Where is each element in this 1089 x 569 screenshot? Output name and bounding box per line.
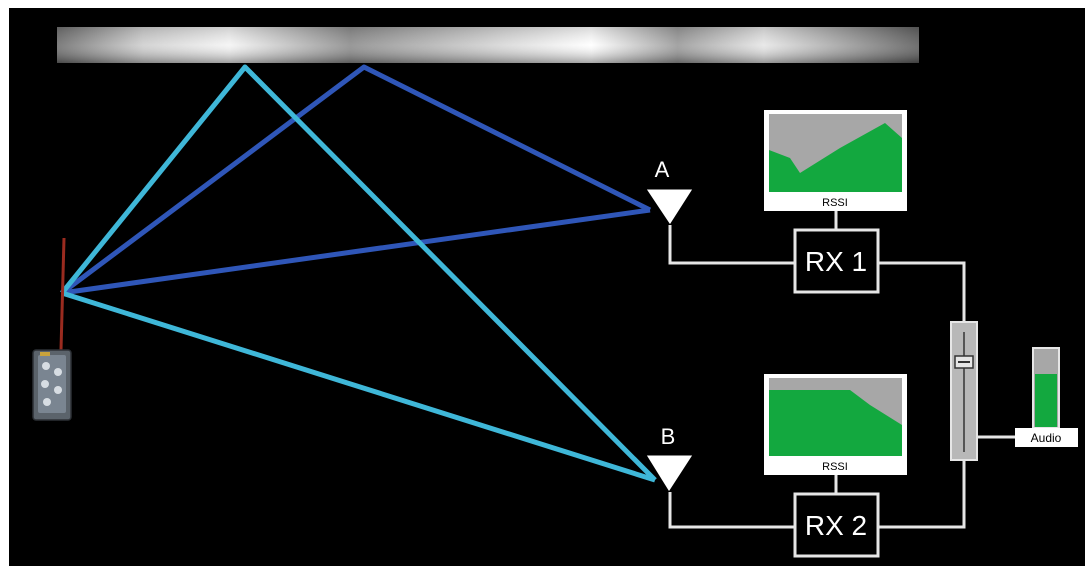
rssi-caption-2: RSSI xyxy=(822,461,848,473)
diversity-fader xyxy=(950,321,978,461)
reflector-bar xyxy=(57,27,919,63)
audio-level-bar xyxy=(1035,374,1057,427)
path-dark-blue-reflect-to-antenna-a xyxy=(60,64,652,296)
antenna-b-label: B xyxy=(661,424,676,449)
rssi-caption-1: RSSI xyxy=(822,197,848,209)
antenna-a-icon xyxy=(645,188,694,226)
audio-label: Audio xyxy=(1031,431,1062,445)
rssi-panel-1: RSSI xyxy=(764,110,907,211)
rssi-graph-1 xyxy=(769,123,902,192)
signal-paths xyxy=(60,64,657,483)
path-cyan-direct-to-antenna-b xyxy=(61,290,656,483)
transmitter xyxy=(32,237,72,421)
path-cyan-reflect-to-antenna-b xyxy=(60,64,657,482)
rssi-graph-2 xyxy=(769,390,902,456)
rssi-panel-2: RSSI xyxy=(764,374,907,475)
rx1-label: RX 1 xyxy=(805,246,867,277)
antenna-b-icon xyxy=(645,454,694,493)
audio-meter: Audio xyxy=(1015,347,1078,447)
receiver-rx1: RX 1 xyxy=(793,228,880,294)
receiver-rx2: RX 2 xyxy=(793,492,880,558)
antenna-b: B xyxy=(645,424,694,493)
antenna-a: A xyxy=(645,157,694,226)
antenna-a-label: A xyxy=(655,157,670,182)
background-panel xyxy=(9,8,1085,566)
wiring xyxy=(668,211,1015,529)
transmitter-antenna-icon xyxy=(59,237,66,351)
path-dark-blue-direct-to-antenna-a xyxy=(61,207,651,296)
rx2-label: RX 2 xyxy=(805,510,867,541)
